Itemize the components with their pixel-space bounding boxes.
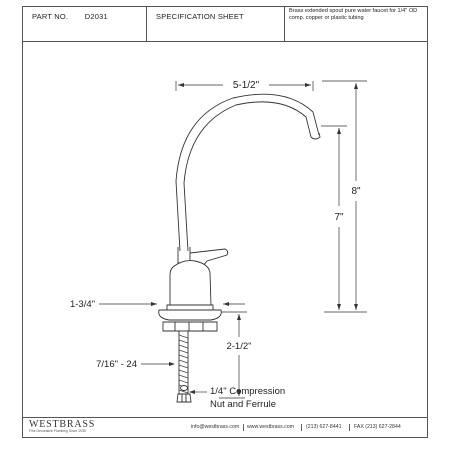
spout-reach-label: 5-1/2" — [233, 80, 260, 91]
title-cell: SPECIFICATION SHEET — [147, 7, 285, 41]
fax-number: FAX (213) 627-2844 — [354, 424, 401, 430]
faucet-drawing: 5-1/2" 8" 7" 1-3/4" 2-1/2" 7/16" - 24 1/… — [70, 80, 367, 410]
thread-size-label: 7/16" - 24 — [96, 359, 137, 370]
overall-height-label: 8" — [351, 186, 361, 197]
compression-label-line1: 1/4" Compression — [210, 386, 285, 397]
compression-nut — [176, 393, 192, 403]
spout-outer — [175, 93, 320, 252]
part-number-value: D2031 — [84, 12, 108, 21]
footer-divider — [349, 424, 350, 431]
part-number-cell: PART NO. D2031 — [23, 7, 147, 41]
spout-inner — [183, 101, 312, 252]
brand-name: WESTBRASS — [29, 419, 96, 430]
handle-lever — [189, 248, 229, 272]
escutcheon-top — [166, 304, 214, 311]
lock-nut — [162, 321, 218, 332]
spout-tip — [310, 132, 321, 140]
phone-number: (213) 627-8441 — [306, 424, 342, 430]
faucet-body — [169, 260, 212, 306]
email-link[interactable]: info@westbrass.com — [191, 424, 240, 430]
ferrule — [180, 385, 188, 391]
brand-tagline: Fine Decorative Plumbing Since 1935 — [29, 429, 86, 433]
base-diameter-label: 1-3/4" — [70, 299, 95, 310]
description-cell: Brass extended spout pure water faucet f… — [285, 7, 429, 41]
footer: WESTBRASS Fine Decorative Plumbing Since… — [23, 417, 427, 437]
shank-length-label: 2-1/2" — [226, 341, 251, 352]
sheet-title: SPECIFICATION SHEET — [156, 12, 244, 21]
website-link[interactable]: www.westbrass.com — [247, 424, 294, 430]
footer-divider — [243, 424, 244, 431]
product-description: Brass extended spout pure water faucet f… — [289, 8, 418, 22]
base-flange — [158, 309, 222, 321]
spout-height-label: 7" — [334, 212, 344, 223]
header-row: PART NO. D2031 SPECIFICATION SHEET Brass… — [23, 7, 427, 42]
spec-sheet: PART NO. D2031 SPECIFICATION SHEET Brass… — [22, 6, 428, 438]
brand-logo: WESTBRASS Fine Decorative Plumbing Since… — [29, 419, 95, 433]
part-number-label: PART NO. — [32, 12, 69, 21]
compression-label-line2: Nut and Ferrule — [210, 399, 276, 410]
footer-divider — [301, 424, 302, 431]
